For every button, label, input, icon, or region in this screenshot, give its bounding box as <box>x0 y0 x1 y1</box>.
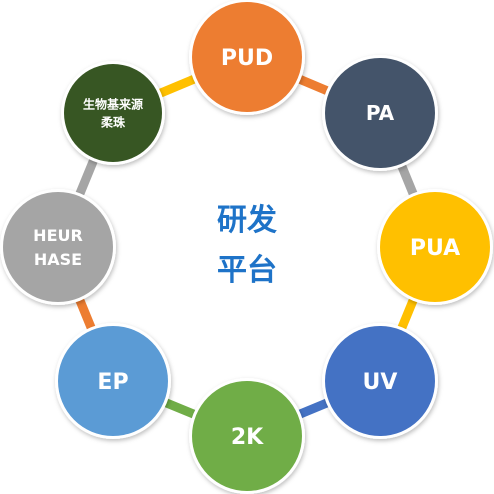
node-pua-circle <box>380 192 490 302</box>
node-2k-label: 2K <box>231 425 264 450</box>
node-ep-label: EP <box>97 370 128 395</box>
node-ep: EP <box>55 323 171 439</box>
node-uv-circle <box>325 326 435 436</box>
node-2k: 2K <box>189 378 305 494</box>
node-pua-label: PUA <box>410 236 460 261</box>
node-bio-label-1: 生物基来源 <box>83 96 143 111</box>
node-pa: PA <box>322 55 438 171</box>
node-ep-circle <box>58 326 168 436</box>
node-heurhase: HEUR HASE <box>0 189 116 305</box>
center-title-line2: 平台 <box>217 253 277 288</box>
node-heurhase-label-1: HEUR <box>33 226 83 245</box>
node-pua: PUA <box>377 189 493 305</box>
node-bio-circle <box>64 64 162 162</box>
center-title: 研发 平台 <box>217 203 277 288</box>
node-pa-label: PA <box>366 101 395 125</box>
node-pud: PUD <box>189 0 305 115</box>
node-uv-label: UV <box>363 370 398 395</box>
node-heurhase-label-2: HASE <box>34 250 82 269</box>
node-heurhase-circle <box>3 192 113 302</box>
center-title-line1: 研发 <box>217 203 277 238</box>
node-pud-label: PUD <box>221 46 273 71</box>
node-2k-circle <box>192 381 302 491</box>
node-pa-circle <box>325 58 435 168</box>
node-pud-circle <box>192 2 302 112</box>
node-uv: UV <box>322 323 438 439</box>
node-bio-label-2: 柔珠 <box>100 114 126 129</box>
